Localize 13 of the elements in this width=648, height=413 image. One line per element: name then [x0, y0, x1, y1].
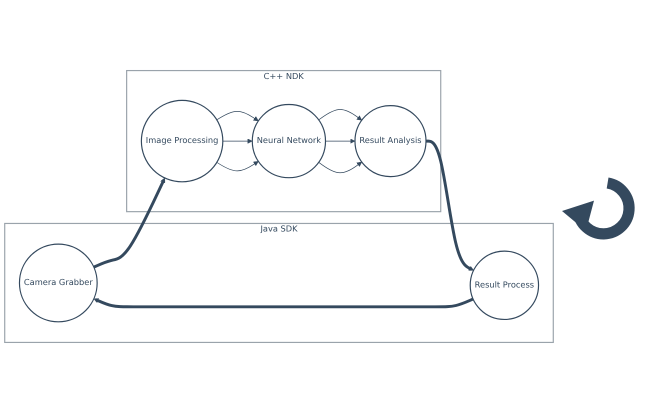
arrow [222, 138, 253, 144]
arrow [318, 109, 362, 120]
arrow [325, 138, 356, 144]
node-circle: Neural Network [252, 104, 326, 178]
node-circle: Camera Grabber [18, 244, 98, 322]
arrow [216, 110, 259, 122]
arrow [94, 298, 474, 308]
node-circle: Result Process [470, 250, 540, 320]
node-circle: Image Processing [140, 100, 224, 182]
arrow [318, 162, 362, 174]
node-circle: Result Analysis [354, 105, 427, 178]
arrow [93, 178, 166, 268]
arrow [216, 161, 259, 172]
